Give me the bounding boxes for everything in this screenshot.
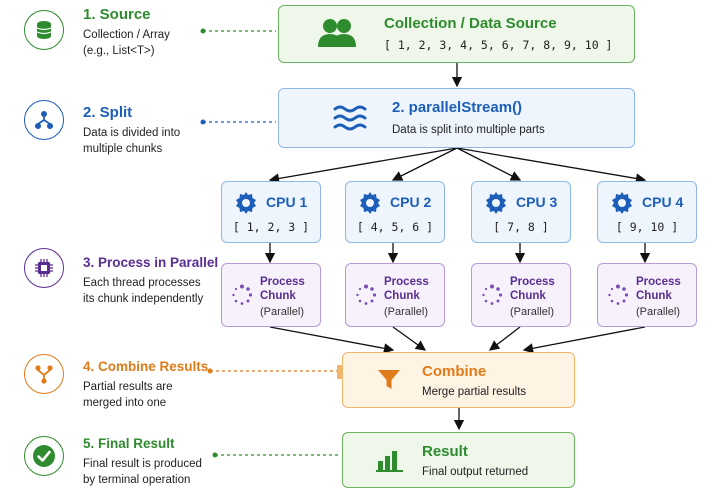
result-desc: Final output returned xyxy=(422,466,529,478)
gear-icon xyxy=(610,191,634,220)
merge-icon xyxy=(24,354,64,394)
process-chunk-2-mode: (Parallel) xyxy=(384,306,429,318)
cpu-4-box: CPU 4 [ 9, 10 ] xyxy=(597,181,697,243)
waves-icon xyxy=(333,103,369,138)
cpu-2-values: [ 4, 5, 6 ] xyxy=(356,220,434,234)
step-result-desc-2: by terminal operation xyxy=(83,474,191,486)
cpu-4-values: [ 9, 10 ] xyxy=(615,220,679,234)
cpu-2-title: CPU 2 xyxy=(390,194,432,210)
step-split-title: 2. Split xyxy=(83,104,133,121)
process-chunk-4-label: Process xyxy=(636,276,681,288)
combine-title: Combine xyxy=(422,363,487,380)
process-chunk-4-box: Process Chunk (Parallel) xyxy=(597,263,697,327)
funnel-icon xyxy=(376,367,402,398)
process-chunk-2-sublabel: Chunk xyxy=(384,290,420,302)
process-chunk-3-mode: (Parallel) xyxy=(510,306,555,318)
checkmark-icon xyxy=(24,436,64,476)
cpu-2-box: CPU 2 [ 4, 5, 6 ] xyxy=(345,181,445,243)
cpu-1-title: CPU 1 xyxy=(266,194,308,210)
split-desc: Data is split into multiple parts xyxy=(392,124,545,136)
process-chunk-2-label: Process xyxy=(384,276,429,288)
process-chunk-1-box: Process Chunk (Parallel) xyxy=(221,263,321,327)
step-split-desc-2: multiple chunks xyxy=(83,143,163,155)
process-chunk-1-mode: (Parallel) xyxy=(260,306,305,318)
combine-desc: Merge partial results xyxy=(422,386,527,398)
step-source-desc-1: Collection / Array xyxy=(83,29,170,41)
process-chunk-1-sublabel: Chunk xyxy=(260,290,296,302)
database-icon xyxy=(24,10,64,50)
loading-spinner-icon xyxy=(231,284,253,311)
parallel-stream-box: 2. parallelStream() Data is split into m… xyxy=(278,88,635,148)
step-source-title: 1. Source xyxy=(83,6,151,23)
process-chunk-1-label: Process xyxy=(260,276,305,288)
cpu-3-title: CPU 3 xyxy=(516,194,558,210)
step-combine-desc-1: Partial results are xyxy=(83,381,173,393)
source-box: Collection / Data Source [ 1, 2, 3, 4, 5… xyxy=(278,5,635,63)
step-process-desc-2: its chunk independently xyxy=(83,293,204,305)
step-combine-title: 4. Combine Results xyxy=(83,359,209,374)
split-title: 2. parallelStream() xyxy=(392,99,523,116)
cpu-3-box: CPU 3 [ 7, 8 ] xyxy=(471,181,571,243)
source-values: [ 1, 2, 3, 4, 5, 6, 7, 8, 9, 10 ] xyxy=(384,38,613,52)
gear-icon xyxy=(358,191,382,220)
step-result-title: 5. Final Result xyxy=(83,436,175,451)
step-process-desc-1: Each thread processes xyxy=(83,277,201,289)
split-icon xyxy=(24,100,64,140)
cpu-4-title: CPU 4 xyxy=(642,194,684,210)
process-chunk-3-sublabel: Chunk xyxy=(510,290,546,302)
step-result-desc-1: Final result is produced xyxy=(83,458,202,470)
cpu-1-values: [ 1, 2, 3 ] xyxy=(232,220,310,234)
step-combine-desc-2: merged into one xyxy=(83,397,167,409)
combine-box: Combine Merge partial results xyxy=(337,352,575,408)
gear-icon xyxy=(234,191,258,220)
process-chunk-3-box: Process Chunk (Parallel) xyxy=(471,263,571,327)
process-chunk-2-box: Process Chunk (Parallel) xyxy=(345,263,445,327)
cpu-3-values: [ 7, 8 ] xyxy=(493,220,549,234)
loading-spinner-icon xyxy=(355,284,377,311)
process-chunk-3-label: Process xyxy=(510,276,555,288)
cpu-chip-icon xyxy=(24,248,64,288)
process-chunk-4-mode: (Parallel) xyxy=(636,306,681,318)
result-title: Result xyxy=(422,443,468,460)
bar-chart-icon xyxy=(376,447,404,478)
step-process-title: 3. Process in Parallel xyxy=(83,255,219,270)
users-icon xyxy=(317,17,357,54)
result-box: Result Final output returned xyxy=(342,432,575,488)
step-split-desc-1: Data is divided into xyxy=(83,127,181,139)
process-chunk-4-sublabel: Chunk xyxy=(636,290,672,302)
combine-connector-tab xyxy=(337,365,342,379)
cpu-1-box: CPU 1 [ 1, 2, 3 ] xyxy=(221,181,321,243)
loading-spinner-icon xyxy=(607,284,629,311)
gear-icon xyxy=(484,191,508,220)
source-title: Collection / Data Source xyxy=(384,15,557,32)
loading-spinner-icon xyxy=(481,284,503,311)
step-source-desc-2: (e.g., List<T>) xyxy=(83,45,155,57)
